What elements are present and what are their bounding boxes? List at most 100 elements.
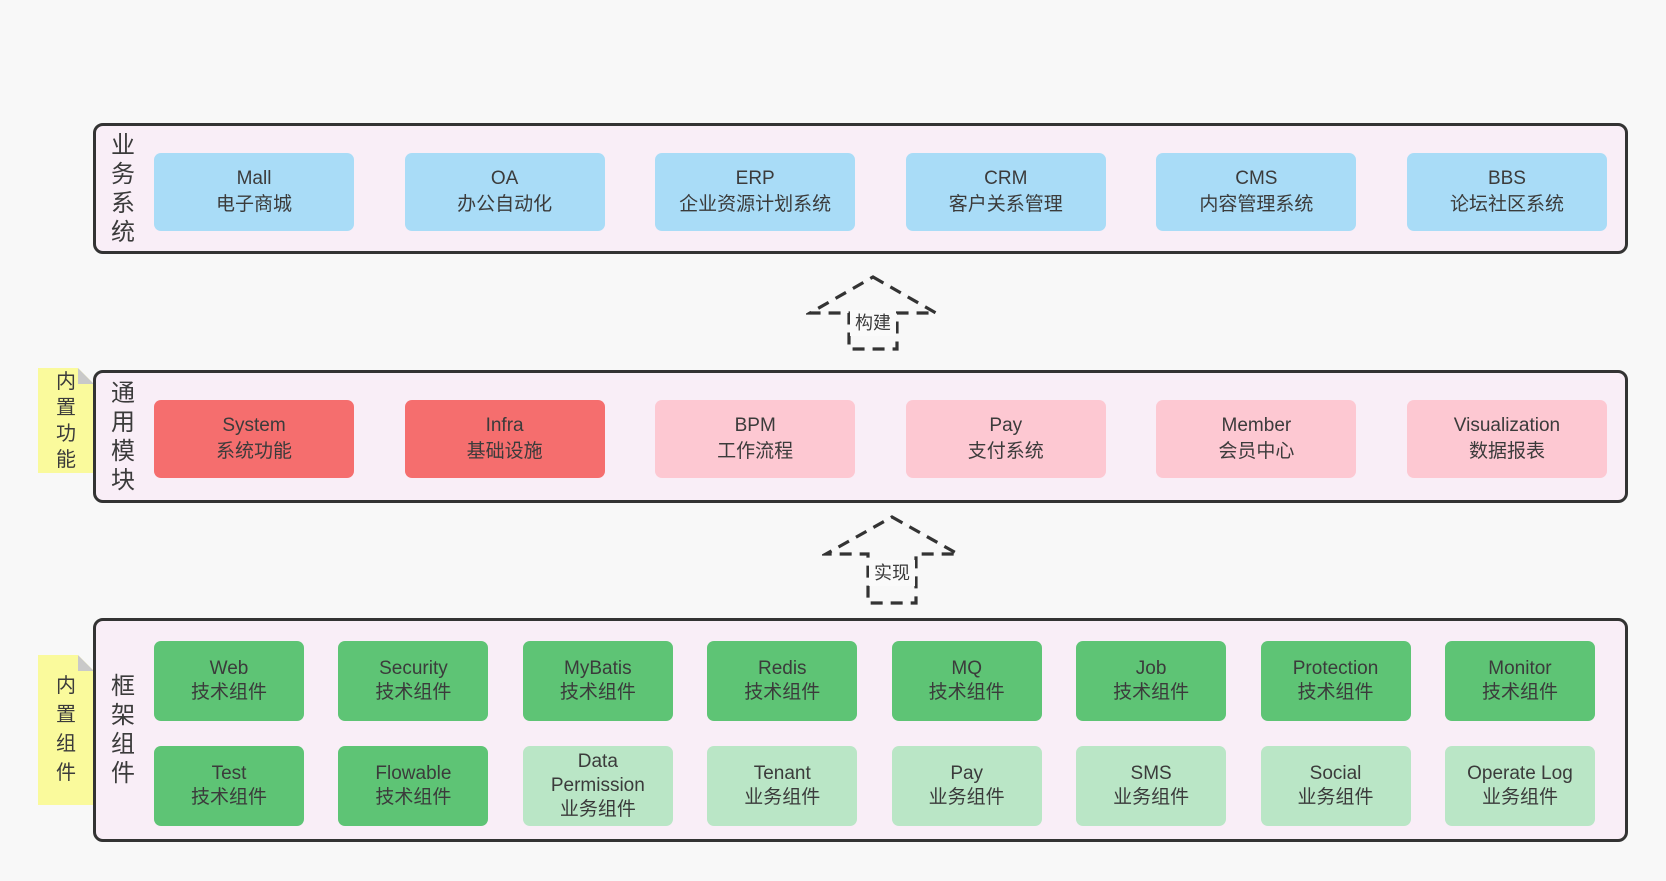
sticky-tab-label: 内置功能 — [56, 370, 76, 471]
implement-arrow: 实现 — [822, 514, 962, 606]
box-erp: ERP 企业资源计划系统 — [655, 153, 856, 231]
box-data-permission: Data Permission 业务组件 — [522, 746, 673, 826]
box-subtitle: 技术组件 — [1297, 682, 1374, 703]
box-subtitle: 数据报表 — [1468, 441, 1545, 462]
box-social: Social 业务组件 — [1260, 746, 1411, 826]
box-title: OA — [490, 168, 519, 189]
box-title: Social — [1309, 763, 1362, 784]
box-title: Data Permission — [550, 751, 645, 796]
sticky-tab-built-in-features: 内置功能 — [38, 368, 94, 473]
box-mq: MQ 技术组件 — [891, 641, 1042, 721]
box-subtitle: 技术组件 — [1113, 682, 1190, 703]
layer-label-framework: 框架组件 — [111, 673, 135, 787]
box-title: SMS — [1130, 763, 1172, 784]
box-subtitle: 技术组件 — [190, 787, 267, 808]
box-subtitle: 业务组件 — [1113, 787, 1190, 808]
box-title: System — [222, 415, 286, 436]
box-title: Job — [1135, 658, 1167, 679]
box-subtitle: 技术组件 — [744, 682, 821, 703]
box-subtitle: 客户关系管理 — [948, 194, 1063, 215]
box-monitor: Monitor 技术组件 — [1444, 641, 1595, 721]
box-security: Security 技术组件 — [338, 641, 489, 721]
dashed-up-arrow-icon — [822, 515, 962, 605]
build-arrow: 构建 — [806, 274, 940, 352]
box-subtitle: 企业资源计划系统 — [679, 194, 832, 215]
box-subtitle: 工作流程 — [717, 441, 794, 462]
box-subtitle: 技术组件 — [190, 682, 267, 703]
folded-corner-icon — [78, 655, 94, 671]
box-operate-log: Operate Log 业务组件 — [1444, 746, 1595, 826]
box-flowable: Flowable 技术组件 — [338, 746, 489, 826]
sticky-tab-built-in-components: 内置组件 — [38, 655, 94, 805]
box-cms: CMS 内容管理系统 — [1156, 153, 1357, 231]
box-oa: OA 办公自动化 — [404, 153, 605, 231]
build-arrow-label: 构建 — [850, 310, 896, 336]
box-title: Visualization — [1453, 415, 1561, 436]
box-title: Pay — [950, 763, 984, 784]
box-infra: Infra 基础设施 — [404, 400, 605, 478]
box-title: Test — [211, 763, 247, 784]
box-title: Pay — [989, 415, 1023, 436]
box-subtitle: 技术组件 — [375, 682, 452, 703]
box-subtitle: 业务组件 — [559, 799, 636, 820]
box-title: Operate Log — [1467, 763, 1573, 784]
box-mybatis: MyBatis 技术组件 — [522, 641, 673, 721]
box-title: MQ — [951, 658, 982, 679]
box-title: Flowable — [375, 763, 452, 784]
box-title: Redis — [757, 658, 807, 679]
dashed-up-arrow-icon — [806, 275, 940, 351]
box-title: CMS — [1235, 168, 1278, 189]
box-title: MyBatis — [564, 658, 632, 679]
box-sms: SMS 业务组件 — [1076, 746, 1227, 826]
box-subtitle: 技术组件 — [928, 682, 1005, 703]
box-title: BPM — [734, 415, 776, 436]
box-job: Job 技术组件 — [1076, 641, 1227, 721]
box-subtitle: 办公自动化 — [457, 194, 553, 215]
box-subtitle: 业务组件 — [744, 787, 821, 808]
box-title: Web — [209, 658, 249, 679]
box-protection: Protection 技术组件 — [1260, 641, 1411, 721]
box-title: ERP — [735, 168, 775, 189]
box-title: BBS — [1487, 168, 1526, 189]
box-pay-module: Pay 支付系统 — [905, 400, 1106, 478]
box-title: Protection — [1292, 658, 1379, 679]
box-subtitle: 支付系统 — [967, 441, 1044, 462]
box-subtitle: 论坛社区系统 — [1449, 194, 1564, 215]
box-title: Security — [379, 658, 448, 679]
box-subtitle: 业务组件 — [1297, 787, 1374, 808]
box-bpm: BPM 工作流程 — [655, 400, 856, 478]
box-bbs: BBS 论坛社区系统 — [1406, 153, 1607, 231]
box-test: Test 技术组件 — [154, 746, 304, 826]
box-subtitle: 内容管理系统 — [1199, 194, 1314, 215]
box-title: CRM — [984, 168, 1028, 189]
box-visualization: Visualization 数据报表 — [1406, 400, 1607, 478]
box-subtitle: 业务组件 — [928, 787, 1005, 808]
box-subtitle: 基础设施 — [466, 441, 543, 462]
layer-label-common: 通用模块 — [111, 379, 135, 494]
box-title: Mall — [236, 168, 272, 189]
box-subtitle: 技术组件 — [1481, 682, 1558, 703]
sticky-tab-label: 内置组件 — [56, 675, 76, 784]
box-title: Monitor — [1488, 658, 1552, 679]
folded-corner-icon — [78, 368, 94, 384]
box-subtitle: 技术组件 — [375, 787, 452, 808]
box-crm: CRM 客户关系管理 — [905, 153, 1106, 231]
box-subtitle: 会员中心 — [1218, 441, 1295, 462]
box-title: Member — [1221, 415, 1292, 436]
box-title: Infra — [485, 415, 524, 436]
box-redis: Redis 技术组件 — [707, 641, 858, 721]
box-subtitle: 技术组件 — [559, 682, 636, 703]
box-subtitle: 业务组件 — [1481, 787, 1558, 808]
box-pay-component: Pay 业务组件 — [891, 746, 1042, 826]
